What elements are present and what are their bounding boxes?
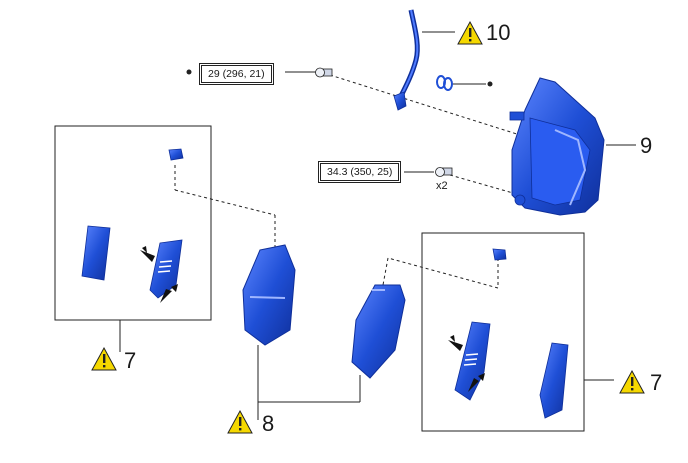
pad-clip-right	[492, 248, 507, 261]
shim-stripes-right	[463, 353, 479, 366]
shim-box-right	[421, 232, 585, 432]
torque-spec-hose-bolt: 29 (296, 21)	[199, 63, 274, 85]
brake-pad-outer	[351, 284, 406, 379]
pad-groove-inner	[249, 296, 286, 299]
brake-caliper	[509, 77, 605, 216]
non-reusable-dot-gasket	[487, 81, 493, 87]
shim-outer-right	[454, 321, 491, 401]
warning-triangle-icon	[619, 369, 645, 394]
torque-spec-hose-bolt-text: 29 (296, 21)	[201, 65, 272, 83]
callout-caliper-hose: 10	[486, 20, 511, 45]
pad-clip-left	[168, 148, 184, 161]
arrow-icon-right	[448, 335, 485, 392]
non-reusable-dot-hose	[186, 69, 192, 75]
arrow-icon-left	[140, 246, 178, 303]
leader-lines	[119, 31, 636, 420]
shim-box-left	[54, 125, 212, 321]
brake-hose	[393, 9, 420, 111]
caliper-bolt-quantity: x2	[436, 180, 448, 192]
shim-inner-left	[81, 225, 111, 281]
torque-spec-caliper-bolt: 34.3 (350, 25)	[318, 161, 402, 183]
warning-triangle-icon	[91, 346, 117, 371]
callout-pads: 8	[262, 411, 275, 436]
caliper-bolt	[435, 167, 453, 177]
gaskets	[436, 75, 453, 91]
warning-triangle-icon	[227, 409, 253, 434]
callout-shims-left: 7	[124, 348, 137, 373]
callout-shims-right: 7	[650, 370, 663, 395]
torque-spec-caliper-bolt-text: 34.3 (350, 25)	[320, 163, 400, 181]
callout-caliper: 9	[640, 133, 653, 158]
shim-inner-right	[539, 342, 569, 419]
warning-triangle-icon	[457, 20, 483, 45]
brake-pad-inner	[242, 244, 296, 346]
union-bolt	[315, 67, 333, 78]
shim-stripes-left	[157, 260, 173, 273]
